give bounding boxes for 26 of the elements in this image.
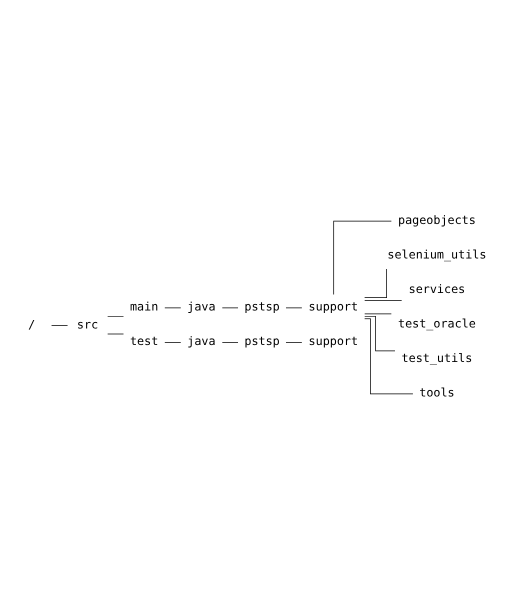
node-text: java xyxy=(187,334,216,348)
node-text: pstsp xyxy=(244,300,280,314)
connector xyxy=(164,342,182,343)
node-text: pstsp xyxy=(244,334,280,348)
connector xyxy=(51,325,68,326)
connector xyxy=(333,220,392,295)
node-text: test xyxy=(130,334,158,348)
node-text: selenium_utils xyxy=(387,247,486,262)
node-text: test_oracle xyxy=(398,316,476,331)
node-text: test_utils xyxy=(402,351,472,366)
connector xyxy=(364,268,387,298)
node-text: pageobjects xyxy=(398,212,476,227)
connector xyxy=(286,342,302,343)
connector xyxy=(222,342,238,343)
node-text: services xyxy=(408,282,466,296)
node-text: support xyxy=(308,334,358,348)
node-text: java xyxy=(187,300,216,314)
node-text: src xyxy=(76,317,98,332)
connector xyxy=(364,318,414,394)
connector xyxy=(364,316,396,352)
connector xyxy=(107,316,124,318)
connector xyxy=(364,300,402,301)
node-text: main xyxy=(130,300,158,314)
node-text: tools xyxy=(419,386,455,400)
node-text: support xyxy=(308,300,358,314)
node-text: / xyxy=(28,317,36,332)
